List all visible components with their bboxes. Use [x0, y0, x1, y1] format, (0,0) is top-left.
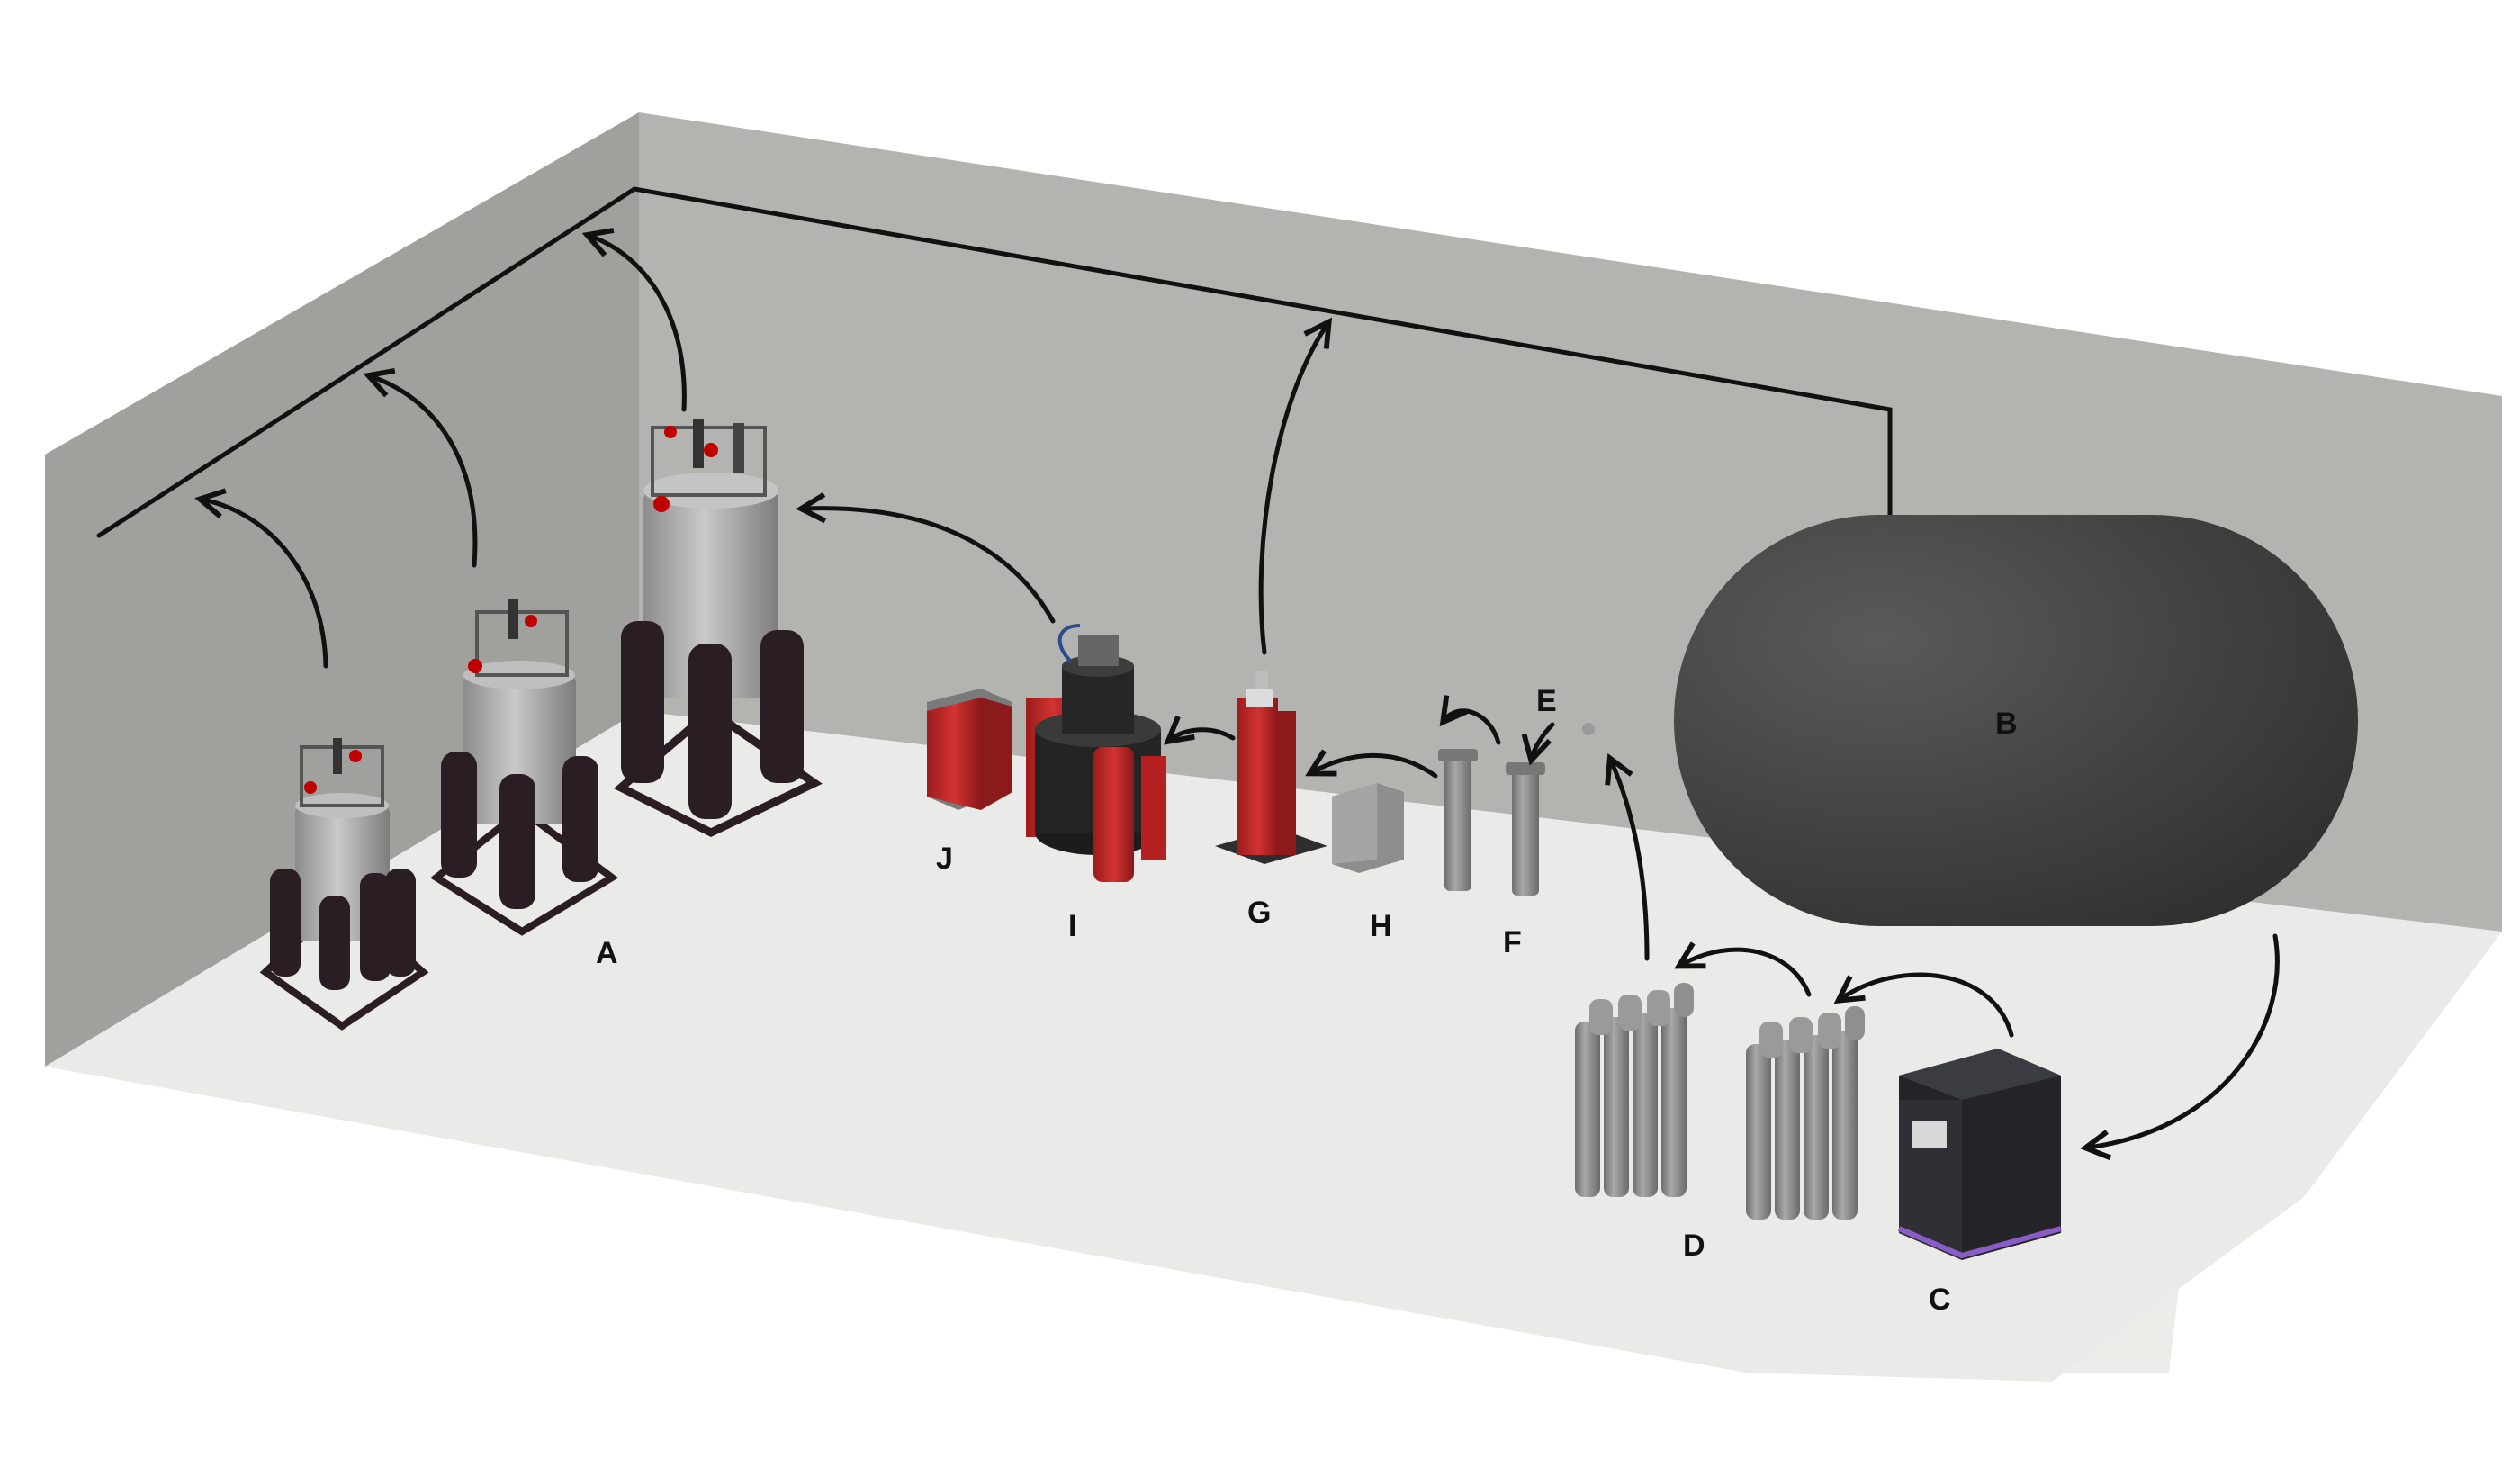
- label-b: B: [1995, 706, 2018, 741]
- left-wall: [45, 112, 639, 1066]
- arrow-b-to-c: [2088, 933, 2280, 1148]
- gas-cylinder-icon: [1575, 983, 1865, 1220]
- label-e: E: [1536, 684, 1557, 718]
- magnet-large: [613, 418, 823, 838]
- cylinder-bank-right: [1746, 1006, 1865, 1220]
- arrow-liquefier-magnet: [804, 508, 1056, 624]
- cylinder-bank-left: [1575, 983, 1694, 1197]
- arrow-g-to-i: [1170, 730, 1236, 740]
- magnet-medium: [430, 598, 619, 936]
- recovery-compressor-icon: [1897, 1048, 2062, 1260]
- label-d: D: [1683, 1228, 1706, 1263]
- label-f: F: [1503, 925, 1522, 959]
- arrow-f-loop: [1444, 711, 1501, 745]
- arrow-e-to-f: [1532, 722, 1555, 758]
- floor-front: [45, 1066, 2223, 1476]
- gas-bag-icon: [1674, 515, 2358, 926]
- label-a: A: [596, 936, 618, 970]
- arrow-purifier-line: [1258, 324, 1328, 655]
- equipment-j: [927, 688, 1012, 810]
- label-j: J: [936, 842, 953, 876]
- label-g: G: [1247, 896, 1271, 930]
- equipment-g: [1215, 670, 1328, 864]
- magnet-small: [259, 738, 429, 1030]
- nmr-magnet-icon: [259, 418, 823, 1030]
- arrow-d-to-e: [1611, 760, 1650, 961]
- arrow-d2-to-d1: [1681, 950, 1812, 997]
- arrow-magnet3-line: [590, 236, 687, 412]
- arrow-magnet1-line: [202, 500, 328, 669]
- arrow-f-to-g: [1312, 755, 1438, 778]
- equipment-e: [1582, 723, 1595, 735]
- arrow-c-to-d2: [1840, 972, 2014, 1038]
- equipment-h: [1332, 783, 1404, 873]
- label-c: C: [1929, 1282, 1951, 1317]
- label-h: H: [1370, 909, 1392, 943]
- equipment-f: [1438, 749, 1545, 896]
- arrow-magnet2-line: [371, 376, 478, 568]
- liquefier-icon: [1026, 624, 1166, 882]
- component-labels: A B C D E F G H I J: [596, 684, 2018, 1317]
- label-i: I: [1068, 909, 1076, 943]
- recovery-line: [96, 186, 1890, 576]
